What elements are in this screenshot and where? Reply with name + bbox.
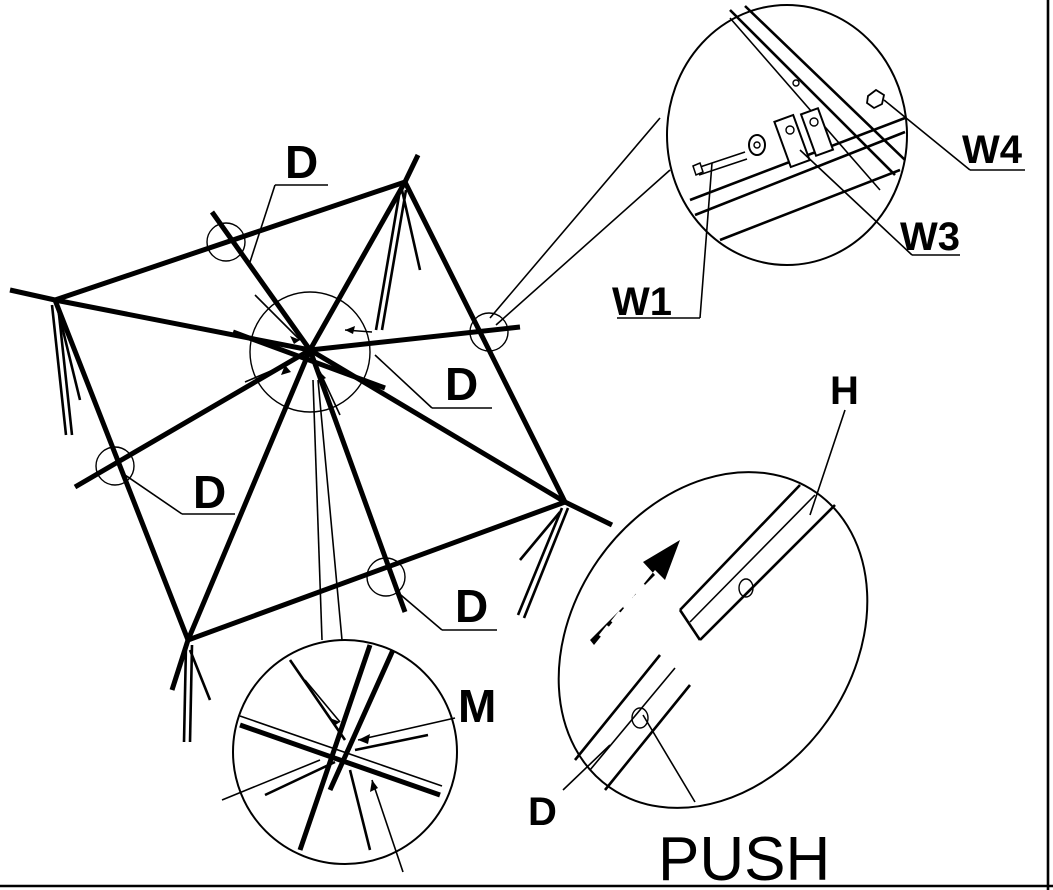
rafters — [54, 180, 567, 641]
label-d-push: D — [528, 790, 557, 834]
joint-circles — [95, 222, 509, 597]
label-w1: W1 — [612, 280, 672, 324]
zoom-leader-bottom — [495, 169, 671, 326]
zoom-push-detail — [557, 409, 869, 809]
zoom-bracket-detail — [617, 4, 1025, 319]
d-leaders — [124, 184, 497, 631]
label-push: PUSH — [658, 825, 830, 890]
center-hub — [232, 291, 386, 416]
label-d-right: D — [445, 358, 478, 410]
zoom-leader-right — [317, 379, 343, 641]
label-m: M — [458, 680, 496, 732]
label-h: H — [830, 369, 859, 413]
label-d-bottom: D — [455, 580, 488, 632]
label-d-left: D — [193, 466, 226, 518]
gazebo-frame — [9, 117, 671, 743]
roof-edges — [9, 153, 614, 691]
zoom-hub-detail — [221, 639, 458, 873]
label-w3: W3 — [900, 215, 960, 259]
label-d-top: D — [285, 136, 318, 188]
legs — [50, 189, 570, 743]
zoom-leader-left — [312, 379, 323, 641]
label-w4: W4 — [962, 128, 1023, 172]
zoom-leader-top — [489, 117, 661, 319]
